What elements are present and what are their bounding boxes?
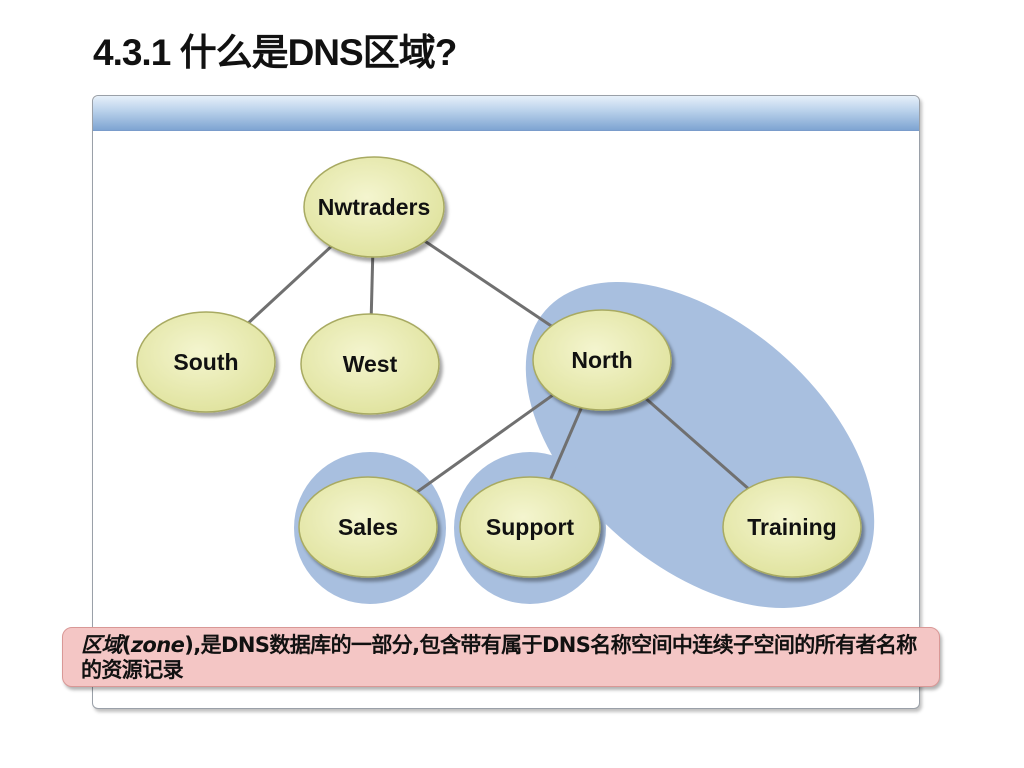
node-sales-shape: [298, 476, 438, 578]
node-training-label: Training: [747, 514, 836, 540]
node-support: Support: [459, 476, 601, 578]
slide-title: 4.3.1 什么是DNS区域?: [93, 32, 457, 73]
node-north-shape: [532, 309, 672, 411]
panel-header-bar: [93, 96, 919, 131]
zone-definition-box: 区域(zone),是DNS数据库的一部分,包含带有属于DNS名称空间中连续子空间…: [62, 627, 940, 687]
node-support-label: Support: [486, 514, 574, 540]
node-training: Training: [722, 476, 862, 578]
node-west-label: West: [343, 351, 398, 377]
node-north: North: [532, 309, 672, 411]
node-sales-label: Sales: [338, 514, 398, 540]
definition-term: 区域: [81, 633, 122, 657]
node-west-shape: [300, 313, 440, 415]
node-north-label: North: [571, 347, 632, 373]
node-south-shape: [136, 311, 276, 413]
node-support-shape: [459, 476, 601, 578]
node-south: South: [136, 311, 276, 413]
node-west: West: [300, 313, 440, 415]
node-nwtraders: Nwtraders: [303, 156, 445, 258]
node-training-shape: [722, 476, 862, 578]
definition-term-en: zone: [130, 633, 185, 657]
node-nwtraders-label: Nwtraders: [318, 194, 430, 220]
node-south-label: South: [173, 349, 238, 375]
node-sales: Sales: [298, 476, 438, 578]
definition-open-paren: (: [121, 633, 132, 657]
node-nwtraders-shape: [303, 156, 445, 258]
definition-text: ),是DNS数据库的一部分,包含带有属于DNS名称空间中连续子空间的所有者名称的…: [81, 633, 917, 682]
